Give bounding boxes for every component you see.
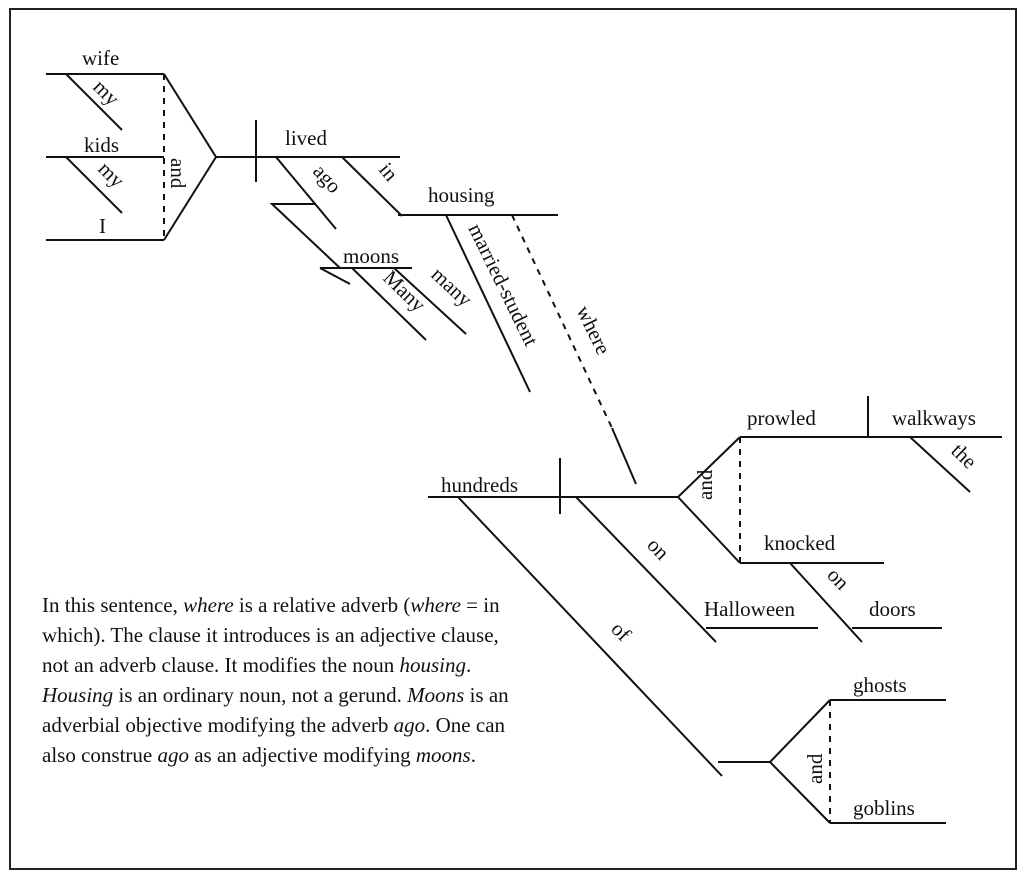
word-on-1: on [642, 533, 674, 565]
caption-text: is a relative adverb ( [233, 593, 411, 617]
word-ago: ago [308, 159, 346, 198]
caption-italic: Housing [42, 683, 114, 707]
caption-italic: moons [415, 743, 471, 767]
caption-text: . [470, 743, 476, 767]
caption-text: . One can also construe [42, 713, 506, 767]
word-lived: lived [285, 126, 327, 150]
word-kids: kids [84, 133, 119, 157]
where-solid-connector [611, 427, 637, 485]
compound-verb-fork [676, 436, 741, 564]
compound-subject-fork [163, 73, 218, 241]
the-slant [909, 436, 971, 493]
caption-italic: ago [393, 713, 426, 737]
on-1-slant [575, 496, 717, 643]
caption-text: . [466, 653, 472, 677]
caption-text: is an ordinary noun, not a gerund. [113, 683, 408, 707]
ago-modifier-bracket [269, 203, 341, 269]
word-halloween: Halloween [704, 597, 795, 621]
of-slant [457, 496, 723, 777]
many-upper-slant [351, 267, 427, 341]
word-my-2: my [93, 157, 129, 193]
caption-text: = in which). The clause it introduces is… [42, 593, 500, 677]
my-1-slant [65, 73, 123, 131]
word-and-3: and [803, 753, 827, 784]
word-i: I [99, 214, 106, 238]
word-housing: housing [428, 183, 495, 207]
many-lower-slant [393, 267, 467, 335]
word-goblins: goblins [853, 796, 915, 820]
married-student-slant [445, 214, 531, 393]
caption-italic: ago [157, 743, 189, 767]
word-ghosts: ghosts [853, 673, 907, 697]
my-2-slant [65, 156, 123, 214]
word-married-student: married-student [464, 220, 544, 350]
on-2-slant [789, 562, 863, 643]
caption-paragraph: In this sentence, where is a relative ad… [42, 590, 522, 770]
word-my-1: my [88, 75, 124, 111]
caption-text: is an adverbial objective modifying the … [42, 683, 509, 737]
caption-text: In this sentence, [42, 593, 184, 617]
word-of: of [606, 617, 635, 646]
word-and-1: and [166, 158, 190, 189]
word-knocked: knocked [764, 531, 836, 555]
word-in: in [374, 158, 403, 186]
caption-italic: where [410, 593, 461, 617]
compound-object-fork [768, 699, 831, 824]
diagram-frame [9, 8, 1017, 870]
caption-italic: housing [399, 653, 466, 677]
caption-italic: where [183, 593, 234, 617]
word-walkways: walkways [892, 406, 976, 430]
word-and-2: and [693, 469, 717, 500]
explanation-caption: In this sentence, where is a relative ad… [42, 590, 522, 770]
word-prowled: prowled [747, 406, 816, 430]
word-wife: wife [82, 46, 119, 70]
word-where: where [572, 302, 616, 359]
word-many-upper: Many [379, 265, 431, 317]
moons-divider [319, 267, 351, 285]
caption-italic: Moons [407, 683, 465, 707]
caption-text: as an adjective modifying [188, 743, 416, 767]
where-dashed-connector [511, 214, 613, 429]
word-doors: doors [869, 597, 916, 621]
word-moons: moons [343, 244, 399, 268]
word-hundreds: hundreds [441, 473, 518, 497]
in-slant [341, 156, 403, 217]
ago-slant [275, 156, 337, 230]
word-on-2: on [822, 563, 854, 595]
word-the: the [947, 438, 982, 473]
